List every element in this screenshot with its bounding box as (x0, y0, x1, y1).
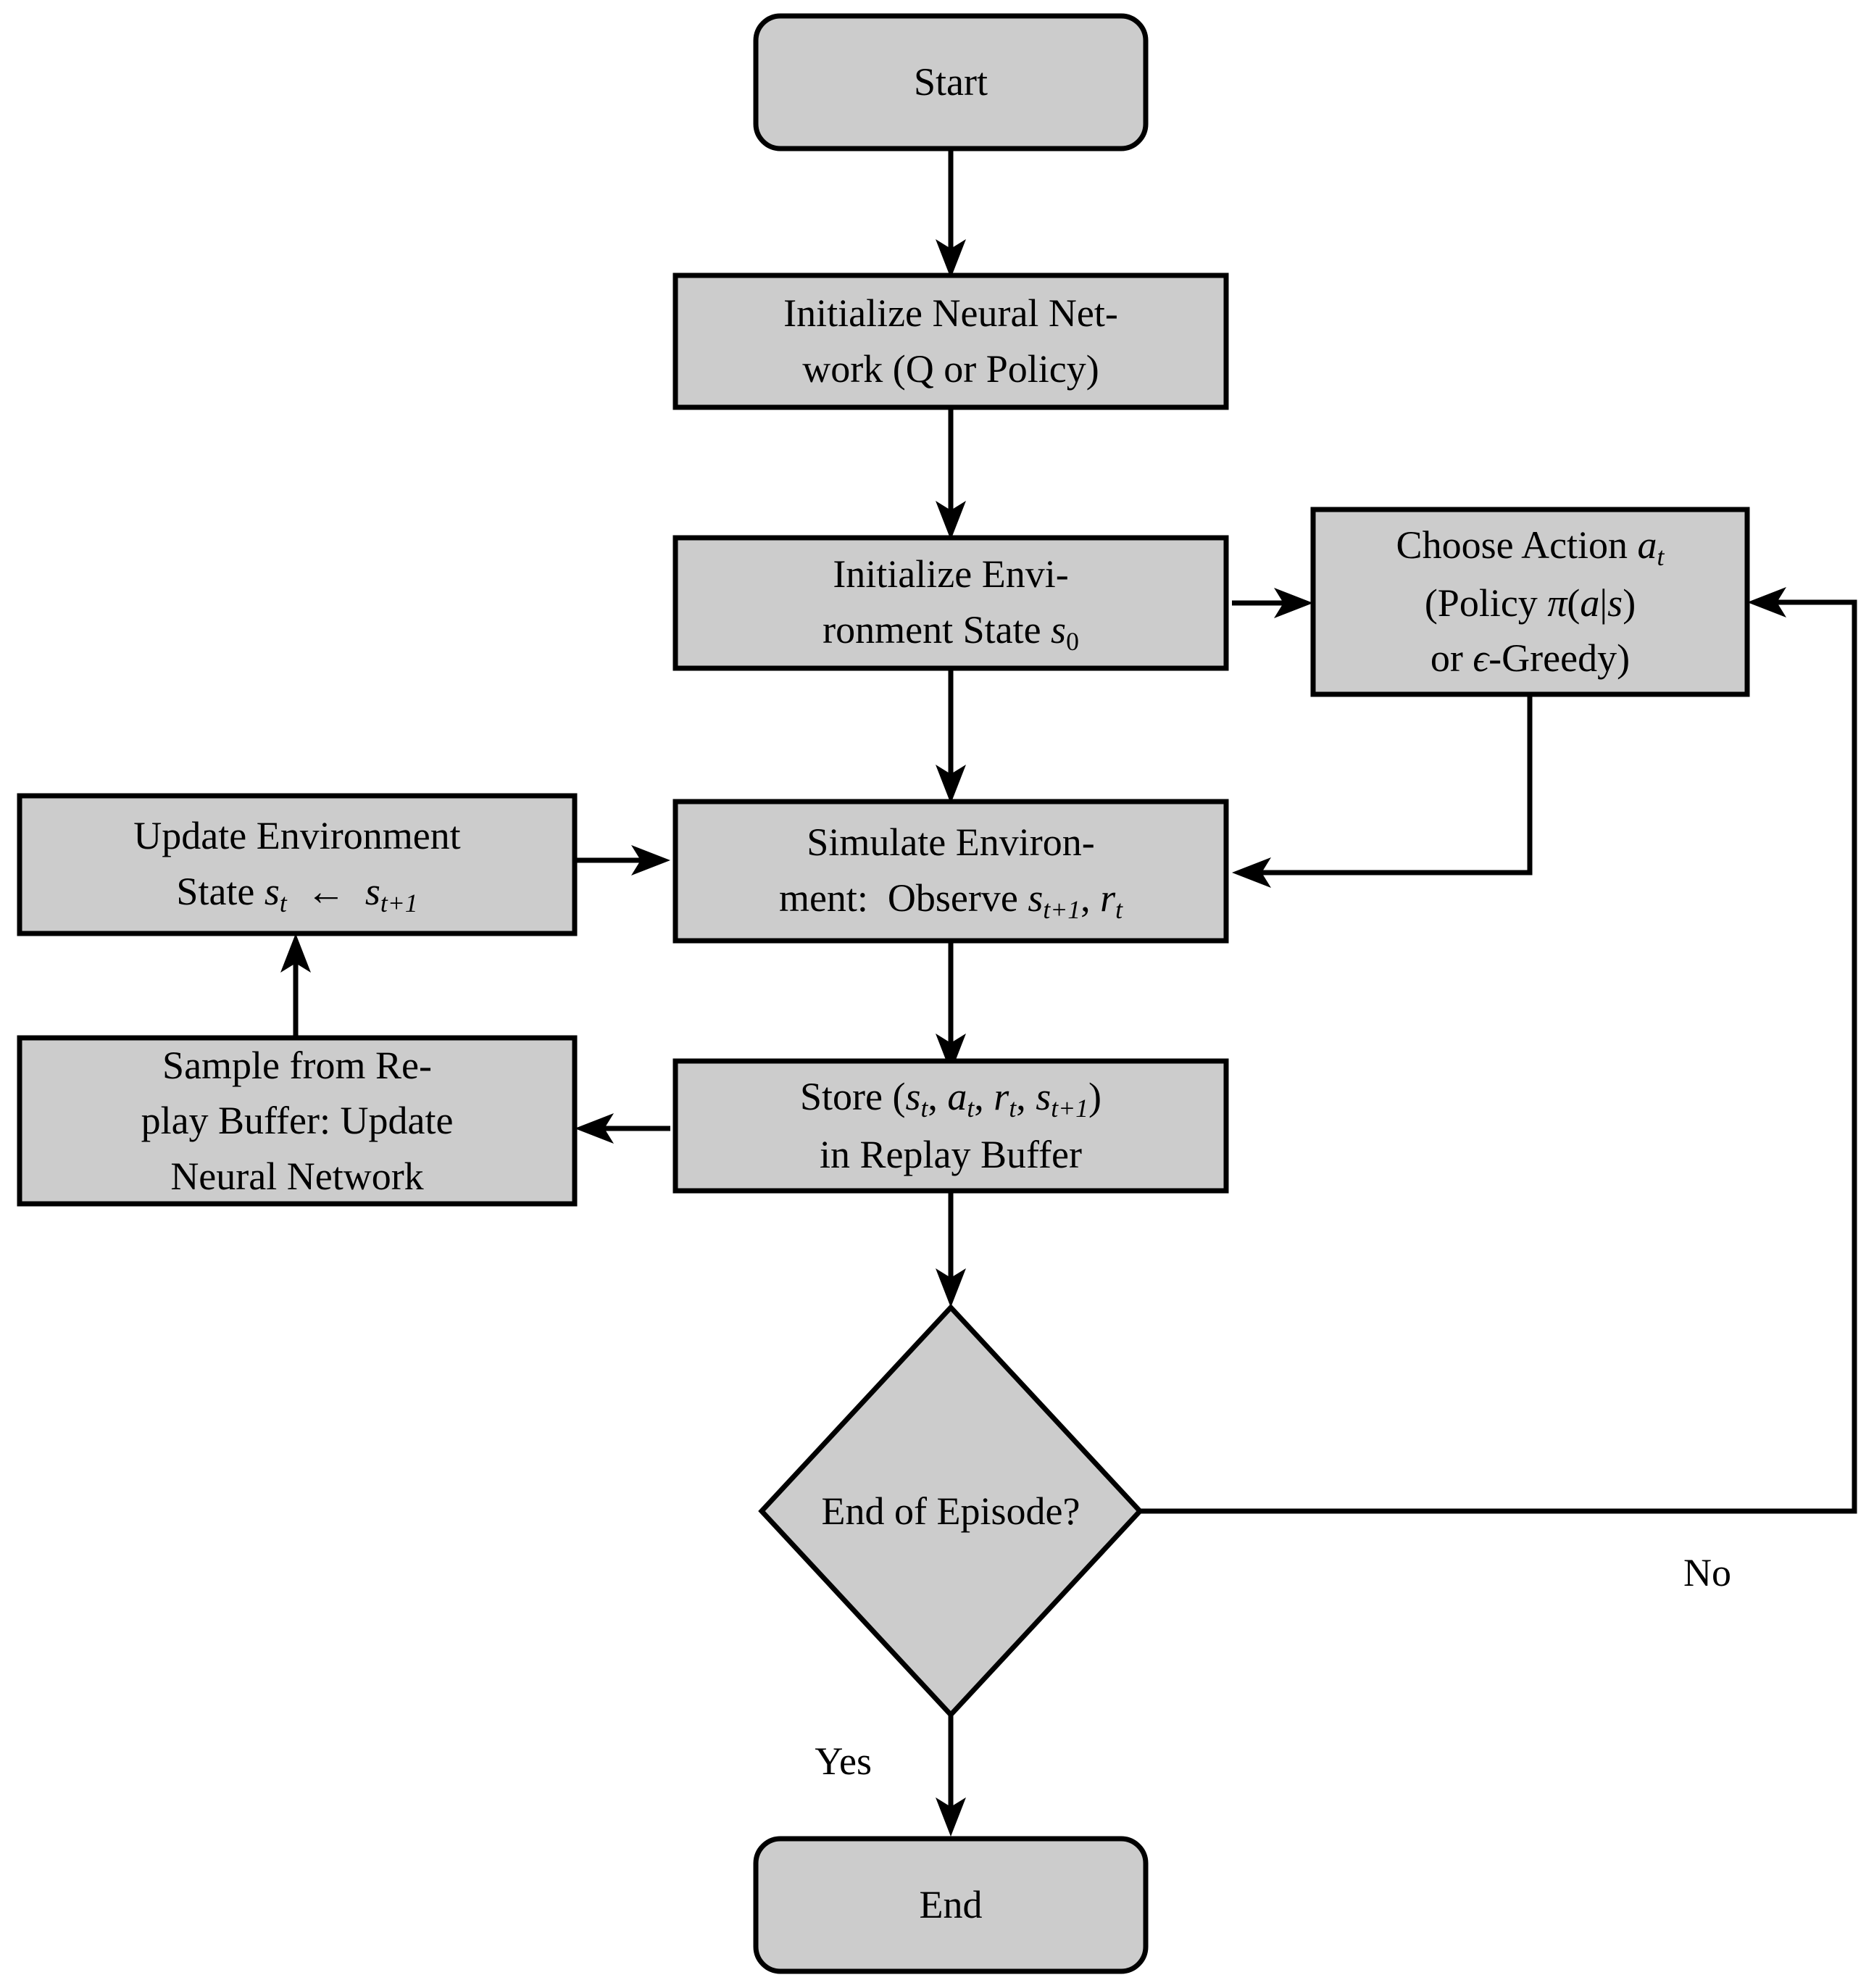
edge-store-to-sample (575, 1113, 670, 1144)
node-start[interactable] (753, 13, 1149, 151)
edge-simulate-env-to-store (936, 941, 966, 1073)
edge-update-env-state-to-simulate-env (575, 845, 670, 876)
node-update-env-state[interactable] (17, 793, 578, 936)
edge-choose-action-to-simulate-env (1232, 694, 1533, 888)
edge-init-network-to-init-env (936, 407, 966, 540)
node-init-env[interactable] (672, 535, 1229, 671)
node-end[interactable] (753, 1836, 1149, 1974)
edge-end-of-episode-to-choose-action (1140, 587, 1857, 1514)
node-store-transition[interactable] (672, 1058, 1229, 1194)
edge-start-to-init-network (936, 149, 966, 278)
node-sample-replay[interactable] (17, 1035, 578, 1207)
edge-store-to-end-of-episode (936, 1191, 966, 1307)
node-init-network[interactable] (672, 273, 1229, 410)
edge-end-of-episode-to-end (936, 1715, 966, 1837)
node-end-of-episode[interactable] (758, 1303, 1144, 1719)
edge-init-env-to-choose-action (1232, 588, 1313, 618)
edge-sample-to-update-env-state (280, 933, 311, 1038)
edge-init-env-to-simulate-env (936, 668, 966, 804)
node-simulate-env[interactable] (672, 799, 1229, 944)
node-choose-action[interactable] (1310, 507, 1750, 697)
